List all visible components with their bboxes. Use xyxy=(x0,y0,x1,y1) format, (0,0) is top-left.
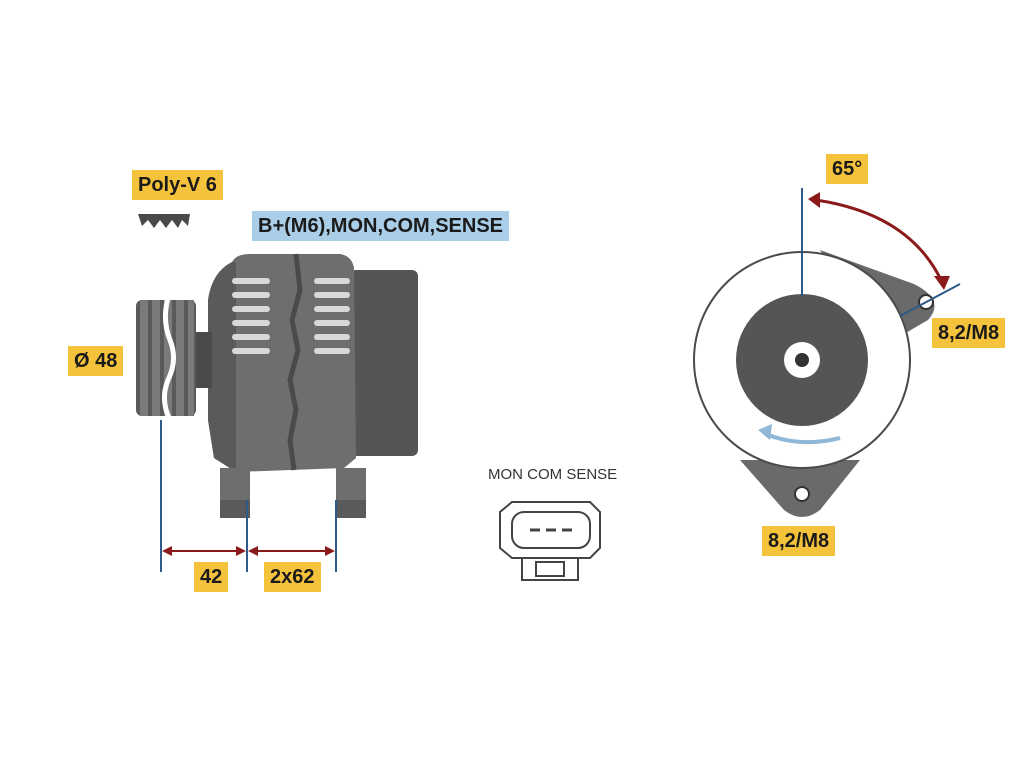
pulley-diameter-label: Ø 48 xyxy=(68,346,124,376)
alternator-side-view xyxy=(136,214,418,518)
connector-plug xyxy=(499,501,601,581)
dimension-lines xyxy=(160,420,337,572)
housing-seam xyxy=(287,253,303,471)
pulley xyxy=(136,297,196,422)
angle-label: 65° xyxy=(826,154,869,184)
belt-label: Poly-V 6 xyxy=(132,170,223,200)
dim-right-label: 2x62 xyxy=(264,562,321,592)
mount-hole-bottom xyxy=(794,486,810,502)
dim-left-label: 42 xyxy=(194,562,229,592)
cooling-slots-right xyxy=(314,278,350,354)
connector-pins-label: MON COM SENSE xyxy=(488,466,618,483)
mount-bottom-label: 8,2/M8 xyxy=(762,526,836,556)
terminals-label: B+(M6),MON,COM,SENSE xyxy=(252,211,510,241)
dimension-arrows xyxy=(162,546,335,556)
angle-arc xyxy=(815,198,944,283)
belt-profile-icon xyxy=(138,214,190,228)
alternator-front-view xyxy=(693,188,961,517)
cooling-slots-left xyxy=(232,278,270,354)
mount-top-label: 8,2/M8 xyxy=(932,318,1006,348)
rotation-arrow xyxy=(765,432,841,445)
rear-cover xyxy=(350,270,418,456)
shaft xyxy=(196,332,212,388)
housing-shade xyxy=(208,262,236,472)
